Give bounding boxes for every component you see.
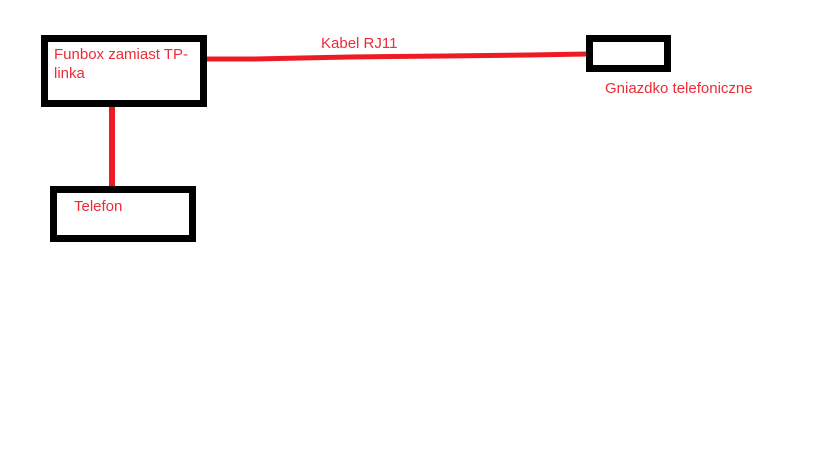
telefon-label: Telefon (74, 198, 123, 215)
cable-label: Kabel RJ11 (321, 35, 398, 52)
funbox-node: Funbox zamiast TP-linka (41, 35, 207, 107)
rj11-cable-line (207, 51, 587, 62)
phone-socket-label: Gniazdko telefoniczne (605, 80, 753, 97)
phone-socket-node (586, 35, 671, 72)
telefon-node: Telefon (50, 186, 196, 242)
funbox-label: Funbox zamiast TP-linka (54, 46, 188, 82)
